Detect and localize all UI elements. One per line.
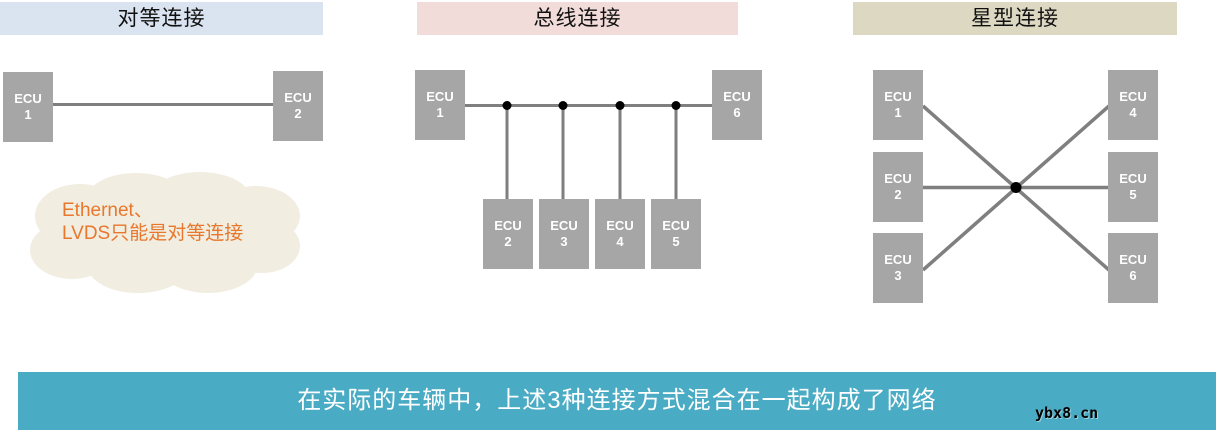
bus-junction-dot (558, 101, 568, 110)
ecu-box-star-3: ECU 3 (873, 233, 923, 303)
watermark-text: ybx8.cn (1035, 404, 1099, 422)
cloud-note-line1: Ethernet、 (62, 200, 153, 221)
ecu-box-star-2: ECU 2 (873, 152, 923, 222)
ecu-box-peer-2: ECU 2 (273, 71, 323, 141)
ecu-box-star-4: ECU 4 (1108, 70, 1158, 140)
bus-junction-dot (671, 101, 681, 110)
cloud-callout-shape (30, 172, 300, 293)
ecu-box-peer-1: ECU 1 (3, 72, 53, 142)
ecu-box-bus-5: ECU 5 (651, 199, 701, 269)
ecu-box-bus-2: ECU 2 (483, 199, 533, 269)
bus-junction-dot (502, 101, 512, 110)
ecu-box-bus-1: ECU 1 (415, 70, 465, 140)
ecu-box-star-5: ECU 5 (1108, 152, 1158, 222)
star-line-ecu1-ecu6 (921, 104, 1111, 272)
ecu-box-star-1: ECU 1 (873, 70, 923, 140)
cloud-note-line2: LVDS只能是对等连接 (62, 223, 244, 244)
summary-banner: 在实际的车辆中，上述3种连接方式混合在一起构成了网络 (18, 372, 1216, 430)
cloud-note-text: Ethernet、 LVDS只能是对等连接 (62, 199, 302, 245)
ecu-box-bus-4: ECU 4 (595, 199, 645, 269)
ecu-box-bus-6: ECU 6 (712, 70, 762, 140)
star-line-ecu3-ecu4 (921, 104, 1111, 272)
bus-junction-dot (615, 101, 625, 110)
header-bus-connection: 总线连接 (417, 2, 738, 35)
header-star-connection: 星型连接 (853, 2, 1177, 35)
header-peer-connection: 对等连接 (0, 2, 323, 35)
ecu-box-bus-3: ECU 3 (539, 199, 589, 269)
star-center-dot (1010, 182, 1022, 193)
ecu-box-star-6: ECU 6 (1108, 233, 1158, 303)
